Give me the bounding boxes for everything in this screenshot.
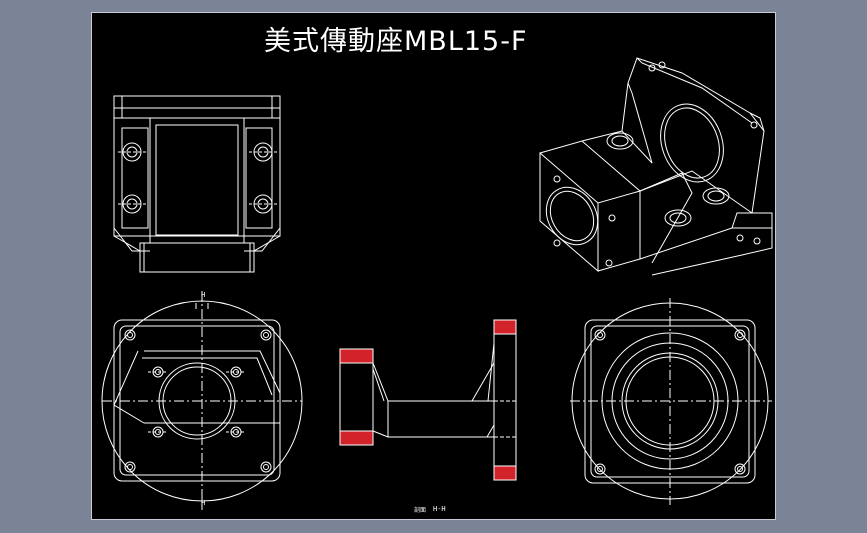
side-view (570, 298, 772, 505)
cad-drawing (101, 57, 773, 510)
top-view (113, 95, 281, 273)
isometric-view (538, 57, 773, 276)
section-caption: H-H (433, 505, 446, 513)
section-caption-prefix: 剖面 (414, 507, 427, 514)
drawing-title: 美式傳動座MBL15-F (264, 26, 528, 57)
section-marker-bottom: H (201, 499, 206, 507)
section-view (339, 319, 517, 481)
drawing-sheet: 美式傳動座MBL15-F H H 剖面 H-H (91, 12, 776, 520)
front-view (101, 291, 303, 510)
section-marker-top: H (201, 291, 206, 299)
